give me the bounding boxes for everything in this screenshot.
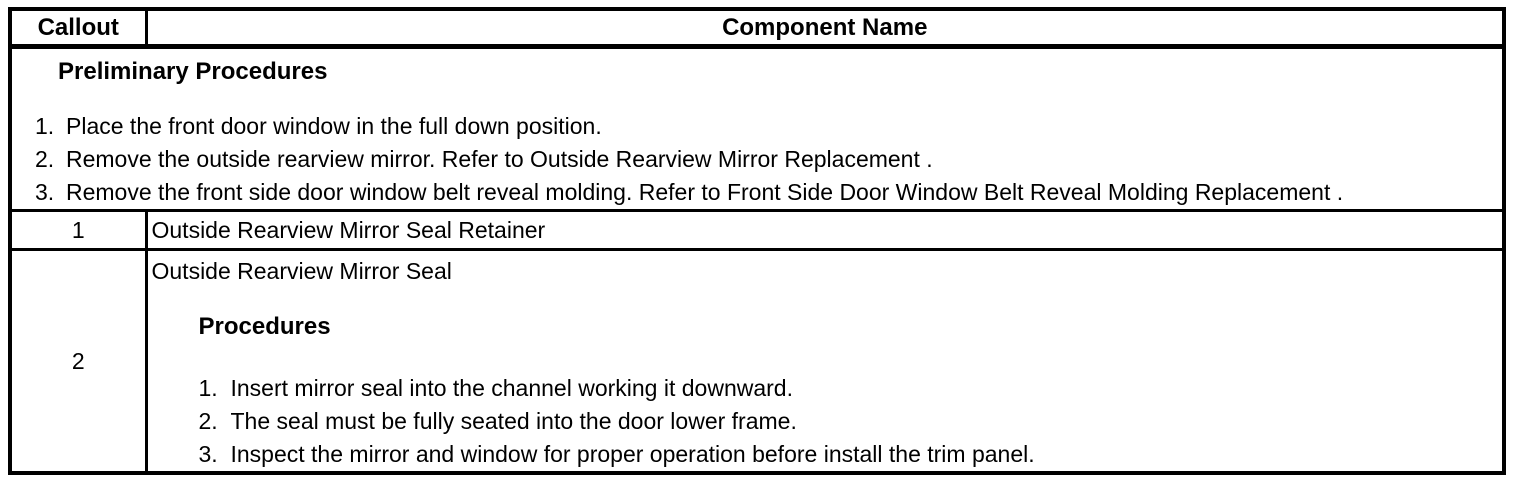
component-name: Outside Rearview Mirror Seal: [151, 258, 452, 284]
preliminary-procedures-title: Preliminary Procedures: [58, 58, 328, 85]
preliminary-procedures-cell: Preliminary Procedures 1. Place the fron…: [8, 45, 1506, 212]
component-detail-cell: Outside Rearview Mirror Seal Procedures …: [144, 248, 1506, 475]
list-item: 1. Place the front door window in the fu…: [35, 110, 1502, 143]
callout-number: 1: [8, 209, 148, 251]
step-text: The seal must be fully seated into the d…: [230, 408, 797, 434]
step-text: Remove the outside rearview mirror. Refe…: [66, 146, 933, 172]
step-number: 3.: [198, 441, 218, 467]
list-item: 3. Remove the front side door window bel…: [35, 176, 1502, 209]
component-callout-table: Callout Component Name Preliminary Proce…: [8, 7, 1506, 475]
callout-column-header: Callout: [8, 7, 148, 49]
step-text: Place the front door window in the full …: [66, 113, 602, 139]
component-name-column-header: Component Name: [144, 7, 1506, 49]
step-number: 2.: [35, 146, 55, 172]
table-row: 1 Outside Rearview Mirror Seal Retainer: [8, 209, 1506, 251]
table-header-row: Callout Component Name: [8, 7, 1506, 49]
preliminary-procedures-row: Preliminary Procedures 1. Place the fron…: [8, 45, 1506, 212]
list-item: 1. Insert mirror seal into the channel w…: [199, 372, 1503, 405]
step-number: 2.: [198, 408, 218, 434]
procedures-title: Procedures: [198, 313, 331, 340]
preliminary-steps-list: 1. Place the front door window in the fu…: [35, 110, 1502, 209]
list-item: 2. The seal must be fully seated into th…: [199, 405, 1503, 438]
table-row: 2 Outside Rearview Mirror Seal Procedure…: [8, 248, 1506, 475]
step-number: 1.: [35, 113, 55, 139]
procedures-steps-list: 1. Insert mirror seal into the channel w…: [199, 372, 1503, 471]
callout-number: 2: [8, 248, 148, 475]
step-number: 3.: [35, 179, 55, 205]
list-item: 3. Inspect the mirror and window for pro…: [199, 438, 1503, 471]
step-text: Insert mirror seal into the channel work…: [230, 375, 793, 401]
step-number: 1.: [198, 375, 218, 401]
step-text: Inspect the mirror and window for proper…: [230, 441, 1035, 467]
step-text: Remove the front side door window belt r…: [66, 179, 1344, 205]
component-name: Outside Rearview Mirror Seal Retainer: [144, 209, 1506, 251]
list-item: 2. Remove the outside rearview mirror. R…: [35, 143, 1502, 176]
